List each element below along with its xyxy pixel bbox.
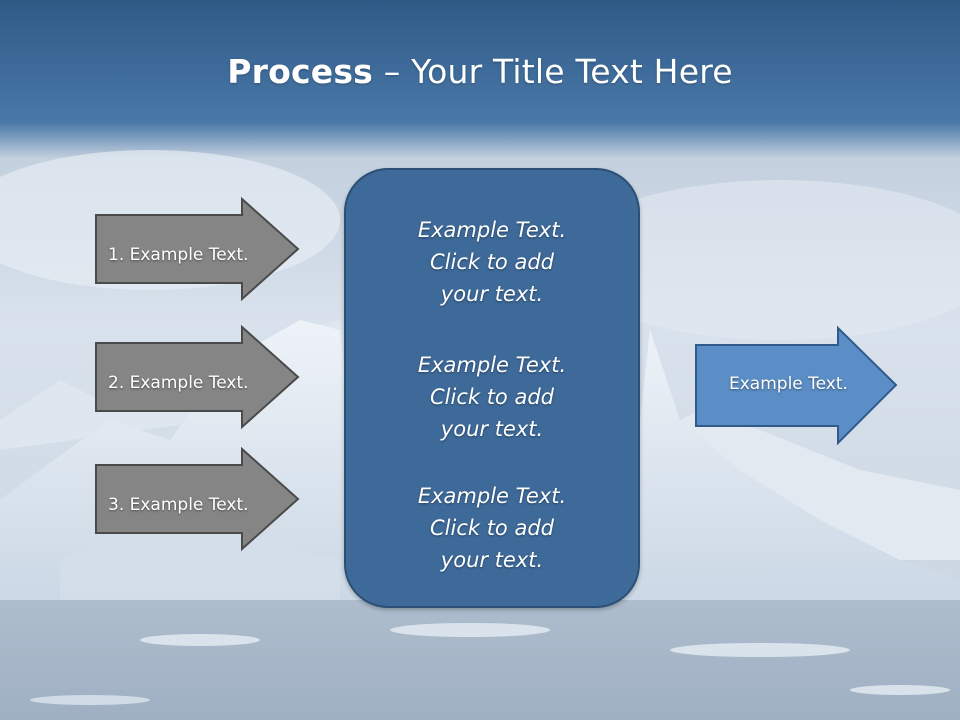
output-arrow-label: Example Text.: [729, 374, 848, 394]
center-text-1-line-1: Example Text.: [417, 218, 567, 242]
center-text-2-line-3: your text.: [440, 417, 544, 441]
title-bold-part: Process: [227, 52, 374, 91]
center-text-block-2[interactable]: Example Text. Click to add your text.: [346, 349, 638, 445]
title-rest-part: – Your Title Text Here: [373, 52, 733, 91]
slide-title: Process – Your Title Text Here: [0, 52, 960, 91]
center-text-2-line-1: Example Text.: [417, 353, 567, 377]
center-text-3-line-1: Example Text.: [417, 484, 567, 508]
output-arrow[interactable]: [695, 325, 900, 446]
input-arrow-3-label: 3. Example Text.: [108, 495, 249, 515]
center-process-box[interactable]: Example Text. Click to add your text. Ex…: [344, 168, 640, 608]
center-text-block-1[interactable]: Example Text. Click to add your text.: [346, 214, 638, 310]
center-text-block-3[interactable]: Example Text. Click to add your text.: [346, 480, 638, 576]
center-text-1-line-2: Click to add: [429, 250, 554, 274]
input-arrow-2-label: 2. Example Text.: [108, 373, 249, 393]
input-arrow-2[interactable]: [95, 324, 300, 430]
input-arrow-1[interactable]: [95, 196, 300, 302]
center-text-3-line-3: your text.: [440, 548, 544, 572]
center-text-1-line-3: your text.: [440, 282, 544, 306]
center-text-2-line-2: Click to add: [429, 385, 554, 409]
center-text-3-line-2: Click to add: [429, 516, 554, 540]
input-arrow-3[interactable]: [95, 446, 300, 552]
input-arrow-1-label: 1. Example Text.: [108, 245, 249, 265]
